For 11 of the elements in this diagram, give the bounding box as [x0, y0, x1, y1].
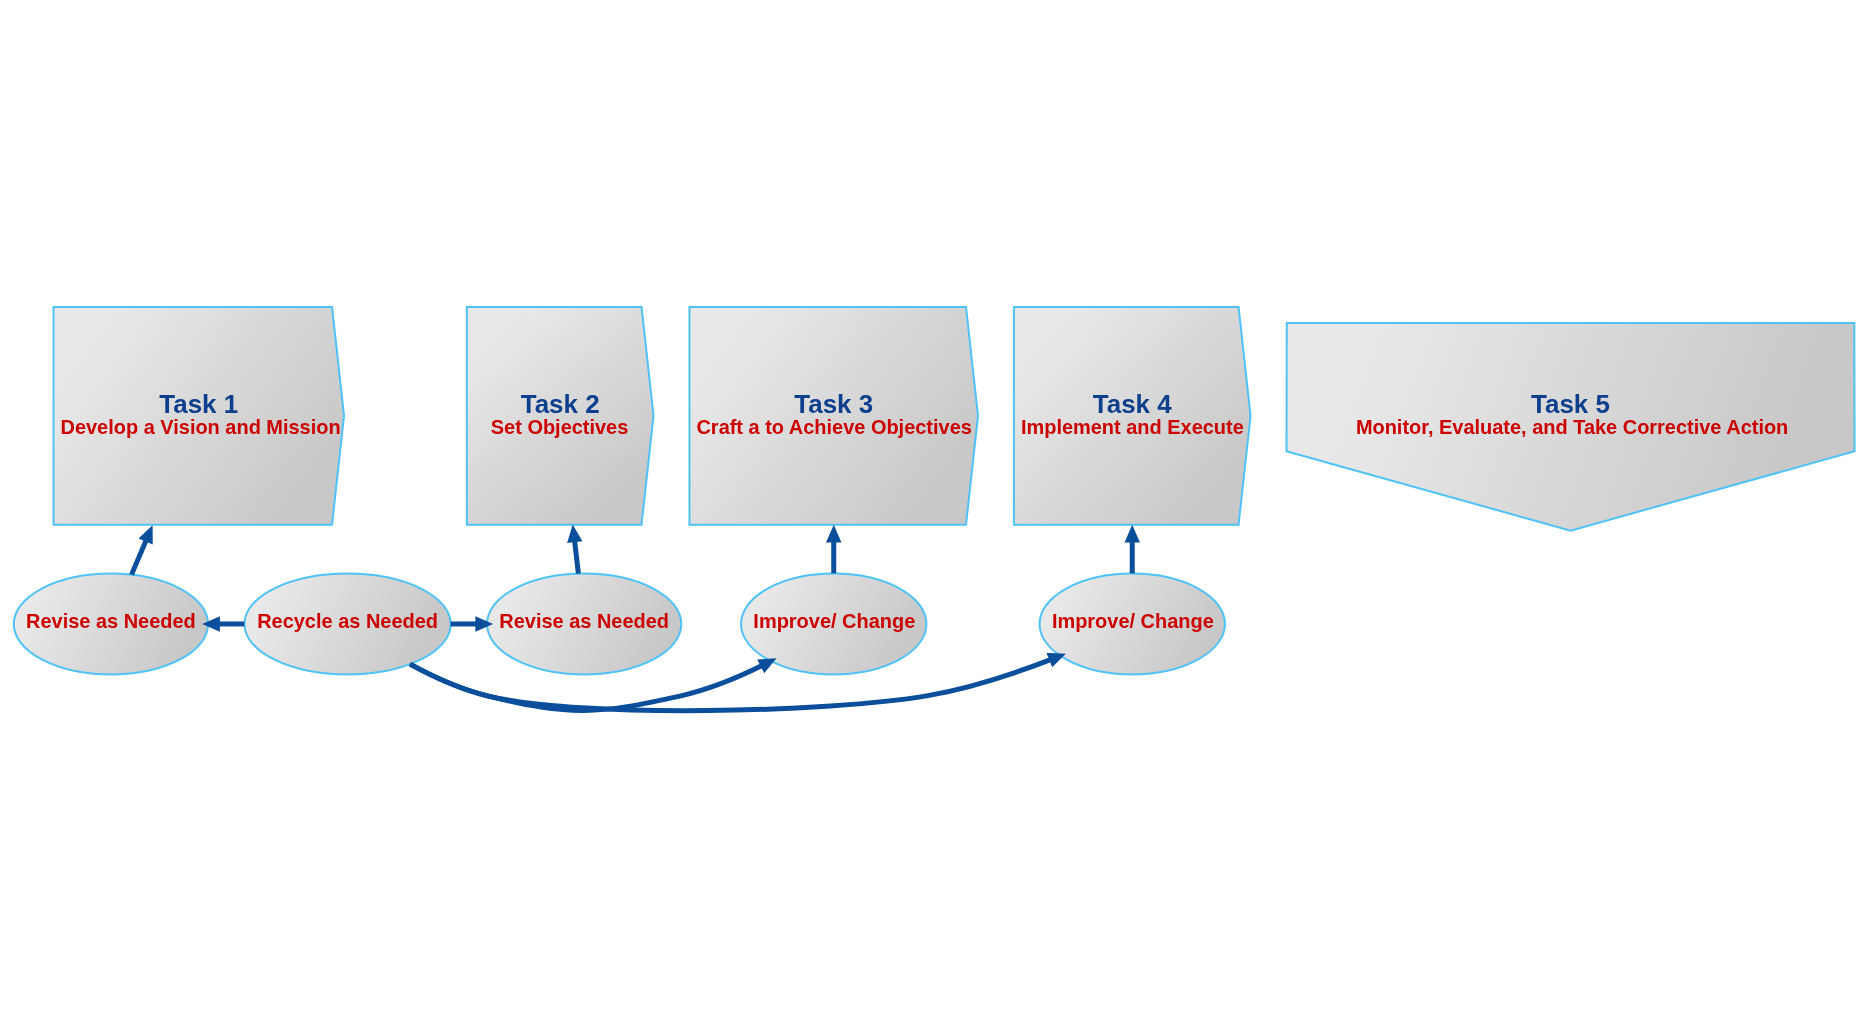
node-ellipse: Revise as Needed	[12, 572, 210, 675]
arrow	[202, 615, 245, 632]
arrow	[567, 524, 583, 574]
arrow	[826, 524, 842, 573]
arrow	[129, 524, 153, 576]
node-ellipse: Improve/ Change	[1038, 572, 1226, 675]
node-ellipse: Revise as Needed	[486, 572, 683, 675]
arrow	[408, 652, 1066, 713]
node-ellipse: Recycle as Needed	[243, 572, 452, 675]
arrow	[1124, 524, 1140, 573]
arrow	[450, 615, 494, 632]
